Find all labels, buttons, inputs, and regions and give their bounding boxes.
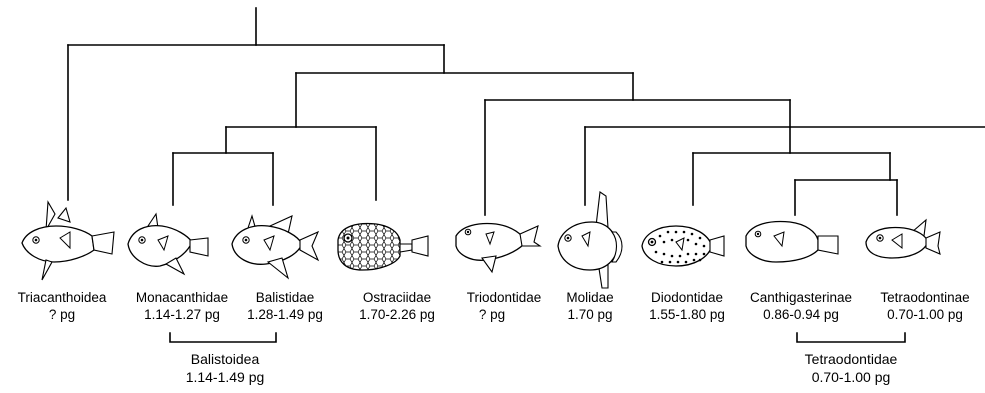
- three-toothed-puffer-icon: [456, 224, 540, 273]
- porcupinefish-icon: [642, 226, 724, 266]
- taxon-name: Canthigasterinae: [750, 290, 852, 305]
- group-genome-size: 0.70-1.00 pg: [812, 369, 891, 385]
- group-name: Balistoidea: [191, 351, 260, 367]
- taxon-genome-size: 1.70-2.26 pg: [359, 307, 435, 322]
- taxon-genome-size: 1.70 pg: [567, 307, 612, 322]
- taxon-genome-size: 0.86-0.94 pg: [763, 307, 839, 322]
- taxon-labels: Triacanthoidea ? pg Monacanthidae 1.14-1…: [18, 290, 970, 322]
- triggerfish-icon: [232, 216, 318, 278]
- taxon-name: Triacanthoidea: [18, 290, 107, 305]
- sharpnose-puffer-icon: [746, 222, 838, 262]
- group-name: Tetraodontidae: [805, 351, 898, 367]
- tetraodontidae-bracket: [797, 333, 905, 342]
- group-labels: Balistoidea 1.14-1.49 pg Tetraodontidae …: [186, 351, 898, 385]
- taxon-name: Balistidae: [256, 290, 315, 305]
- taxon-name: Molidae: [566, 290, 613, 305]
- filefish-icon: [128, 214, 208, 274]
- taxon-name: Diodontidae: [651, 290, 723, 305]
- taxon-genome-size: 1.14-1.27 pg: [144, 307, 220, 322]
- taxon-genome-size: ? pg: [479, 307, 505, 322]
- cladogram-branches: [68, 8, 985, 215]
- group-genome-size: 1.14-1.49 pg: [186, 369, 265, 385]
- taxon-genome-size: 0.70-1.00 pg: [887, 307, 963, 322]
- triacanthoid-fish-icon: [22, 202, 114, 280]
- pufferfish-icon: [866, 220, 940, 258]
- sunfish-icon: [558, 192, 622, 288]
- taxon-name: Monacanthidae: [136, 290, 228, 305]
- taxon-name: Ostraciidae: [363, 290, 431, 305]
- balistoidea-bracket: [170, 333, 276, 342]
- taxon-name: Triodontidae: [467, 290, 542, 305]
- taxon-name: Tetraodontinae: [880, 290, 969, 305]
- taxon-genome-size: ? pg: [49, 307, 75, 322]
- taxon-genome-size: 1.28-1.49 pg: [247, 307, 323, 322]
- taxon-genome-size: 1.55-1.80 pg: [649, 307, 725, 322]
- boxfish-icon: [338, 224, 428, 270]
